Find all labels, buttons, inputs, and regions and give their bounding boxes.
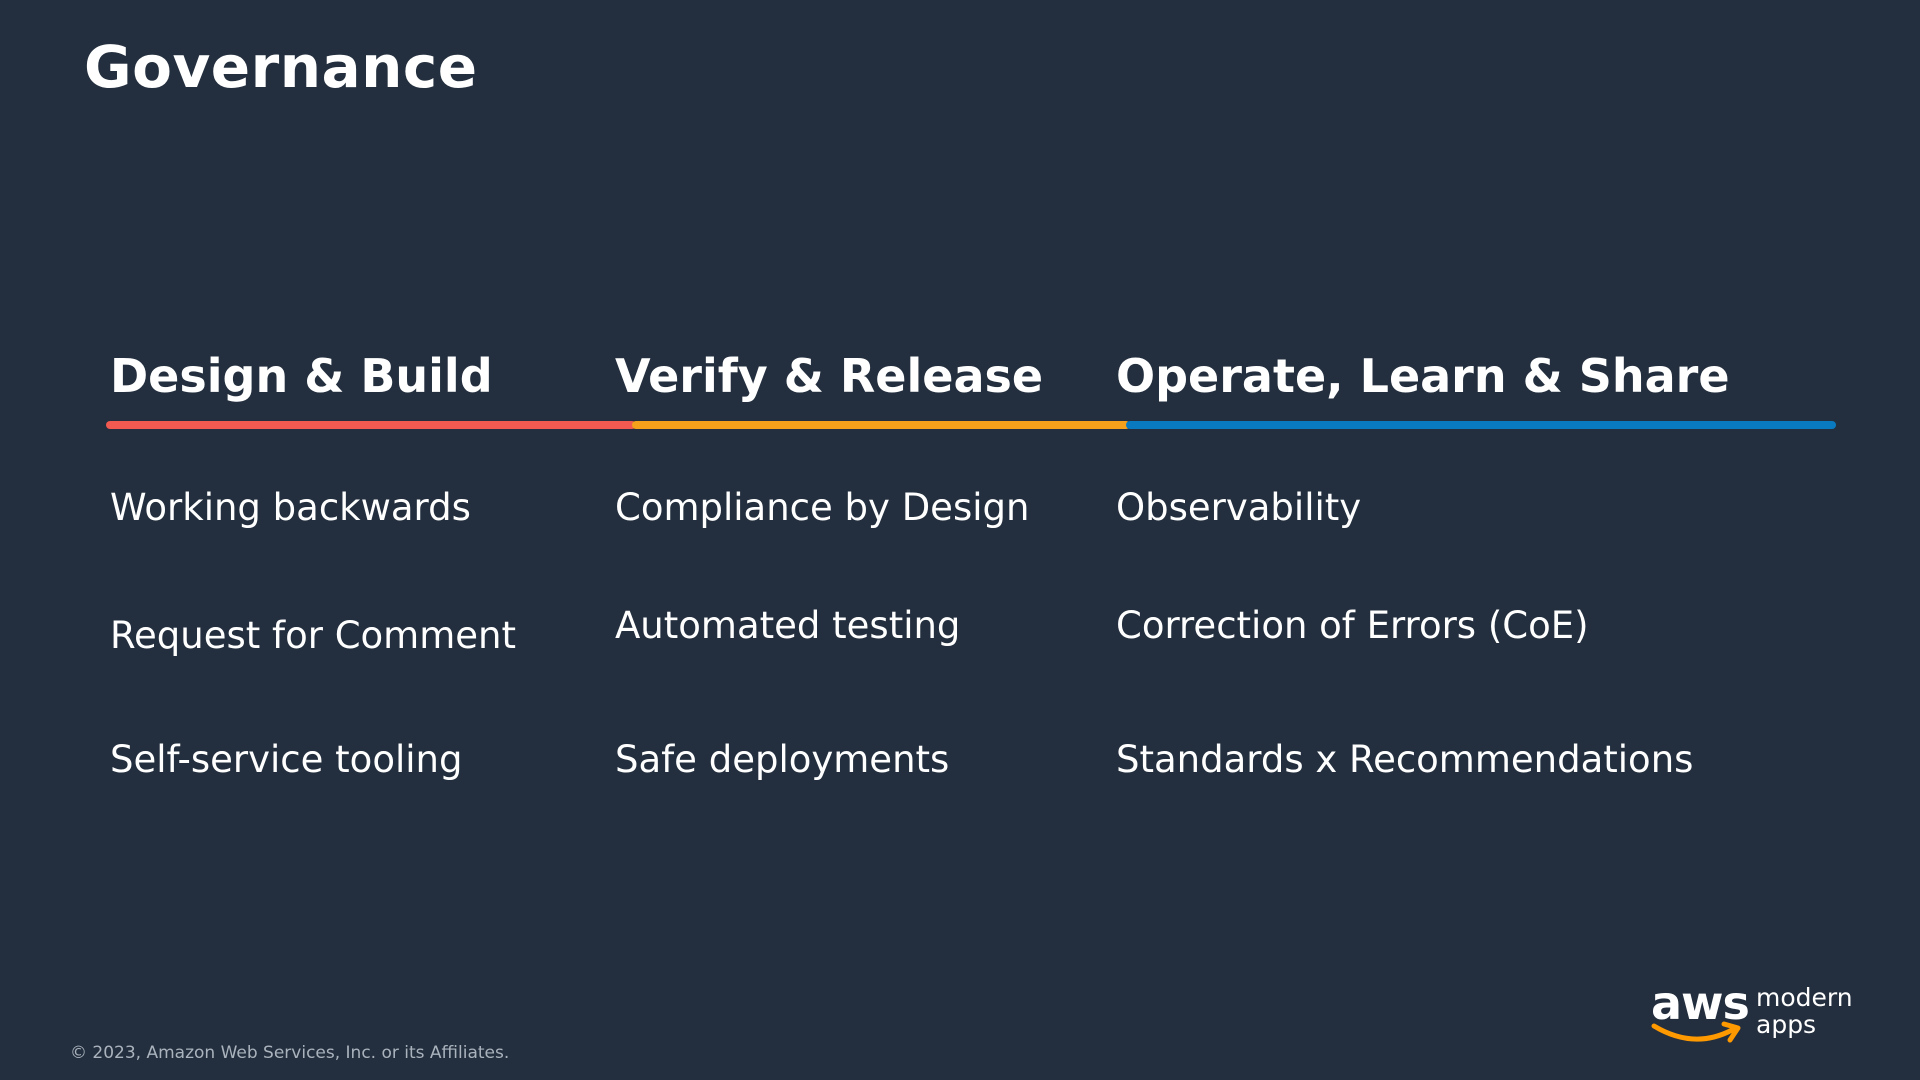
- list-item: Self-service tooling: [110, 738, 463, 781]
- list-item: Standards x Recommendations: [1116, 738, 1694, 781]
- aws-smile-icon: [1651, 1021, 1741, 1043]
- column-header: Verify & Release: [615, 349, 1044, 403]
- list-item: Correction of Errors (CoE): [1116, 604, 1589, 647]
- logo-line-1: modern: [1756, 983, 1853, 1012]
- accent-bar-design-build: [106, 421, 636, 429]
- accent-bar-verify-release: [632, 421, 1130, 429]
- list-item: Automated testing: [615, 604, 961, 647]
- slide-title: Governance: [84, 33, 478, 101]
- list-item: Observability: [1116, 486, 1362, 529]
- column-operate-learn-share: Operate, Learn & Share Observability Cor…: [1116, 344, 1730, 781]
- column-header: Design & Build: [110, 349, 493, 403]
- aws-modern-apps-logo: aws modern apps: [1648, 976, 1853, 1048]
- logo-subtitle: modern apps: [1756, 984, 1853, 1038]
- column-header: Operate, Learn & Share: [1116, 349, 1730, 403]
- list-item: Compliance by Design: [615, 486, 1030, 529]
- aws-wordmark: aws: [1651, 976, 1750, 1030]
- list-item: Request for Comment: [110, 614, 516, 657]
- smile-curve: [1651, 1023, 1735, 1042]
- list-item: Working backwards: [110, 486, 471, 529]
- accent-bar-operate-learn-share: [1126, 421, 1836, 429]
- logo-line-2: apps: [1756, 1010, 1817, 1039]
- list-item: Safe deployments: [615, 738, 950, 781]
- smile-arrowhead: [1721, 1021, 1741, 1043]
- column-design-build: Design & Build Working backwards Request…: [110, 344, 516, 781]
- column-verify-release: Verify & Release Compliance by Design Au…: [615, 344, 1044, 781]
- copyright-footer: © 2023, Amazon Web Services, Inc. or its…: [70, 1043, 510, 1063]
